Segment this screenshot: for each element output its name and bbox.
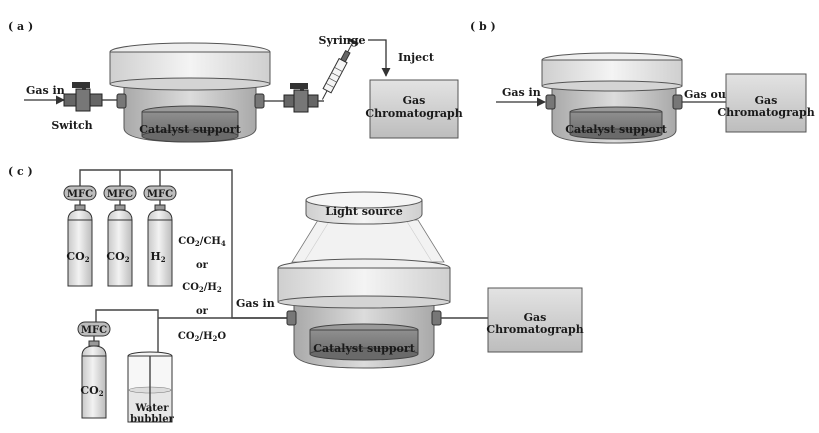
panel-c-co2-cylinder-4: CO2	[80, 336, 107, 419]
panel-a-switch-label: Switch	[51, 119, 92, 132]
svg-text:MFC: MFC	[147, 189, 173, 200]
panel-c-co2-cylinder-2: CO2	[106, 200, 133, 287]
panel-a-gc-line2: Chromatograph	[365, 107, 462, 120]
panel-b-inlet-port	[545, 94, 556, 110]
panel-a-gc-line1: Gas	[403, 94, 426, 107]
panel-a-syringe-icon	[321, 37, 359, 100]
svg-text:CO2: CO2	[66, 250, 89, 264]
panel-b-gas-in-label: Gas in	[502, 86, 541, 99]
panel-a-inject-label: Inject	[398, 51, 435, 64]
panel-c-gas-in-label: Gas in	[236, 297, 275, 310]
panel-c-mixture-list: CO2/CH4 or CO2/H2 or CO2/H2O	[178, 236, 227, 343]
panel-b: ( b ) Catalyst support Gas in Gas out Ga…	[470, 20, 815, 144]
panel-c-or-2: or	[196, 306, 209, 317]
panel-a-label: ( a )	[8, 20, 33, 33]
panel-c-catalyst-label: Catalyst support	[313, 342, 415, 355]
svg-text:MFC: MFC	[67, 189, 93, 200]
panel-c-mfc-1: MFC	[63, 185, 97, 201]
panel-a-inject-arrow	[368, 39, 391, 77]
svg-text:CO2: CO2	[80, 384, 103, 398]
panel-a-syringe-label: Syringe	[319, 34, 366, 47]
panel-b-label: ( b )	[470, 20, 496, 33]
panel-c-mix-co2-h2o: CO2/H2O	[178, 331, 227, 343]
panel-a-inlet-port	[116, 93, 127, 109]
panel-c-h2-cylinder: H2	[147, 200, 173, 287]
panel-c-gc-line2: Chromatograph	[486, 323, 583, 336]
panel-c-light-source: Light source	[291, 191, 445, 263]
panel-c-mfc-2: MFC	[103, 185, 137, 201]
panel-c-mfc-4: MFC	[77, 321, 111, 337]
panel-c-mix-co2-ch4: CO2/CH4	[178, 236, 226, 248]
panel-c-mfc-3: MFC	[143, 185, 177, 201]
panel-c-or-1: or	[196, 260, 209, 271]
panel-c-light-source-label: Light source	[325, 205, 403, 218]
panel-c-mix-co2-h2: CO2/H2	[182, 282, 222, 294]
panel-c-gc-box	[487, 287, 583, 353]
svg-text:H2: H2	[150, 250, 165, 264]
panel-b-gc-line2: Chromatograph	[717, 106, 814, 119]
panel-c-water-label-1: Water	[134, 403, 169, 414]
panel-b-gc-line1: Gas	[755, 94, 778, 107]
panel-a-catalyst-label: Catalyst support	[139, 123, 241, 136]
panel-a: ( a ) Catalyst support Gas in Swi	[8, 20, 463, 143]
panel-b-reactor: Catalyst support	[541, 52, 683, 144]
panel-c-co2-cylinder-1: CO2	[66, 200, 93, 287]
panel-b-gas-out-label: Gas out	[684, 88, 732, 101]
panel-b-outlet-port	[672, 94, 683, 110]
panel-c-water-bubbler: Water bubbler	[127, 351, 175, 425]
svg-text:MFC: MFC	[81, 325, 107, 336]
panel-a-switch-valve-icon	[63, 82, 103, 112]
panel-a-gas-in-label: Gas in	[26, 84, 65, 97]
panel-c: ( c ) MFC MFC MFC CO2	[8, 165, 584, 425]
panel-a-outlet-valve-icon	[283, 83, 319, 113]
panel-c-label: ( c )	[8, 165, 33, 178]
panel-b-gc-box	[725, 73, 807, 133]
panel-c-inlet-port	[286, 310, 297, 326]
panel-b-catalyst-label: Catalyst support	[565, 123, 667, 136]
svg-text:CO2: CO2	[106, 250, 129, 264]
panel-a-outlet-port	[254, 93, 265, 109]
panel-a-reactor: Catalyst support	[109, 42, 271, 143]
panel-c-reactor: Catalyst support	[277, 258, 451, 369]
panel-c-water-label-2: bubbler	[130, 414, 174, 425]
panel-a-gc-box	[369, 79, 459, 139]
panel-c-outlet-port	[431, 310, 442, 326]
panel-c-gc-line1: Gas	[524, 311, 547, 324]
svg-text:MFC: MFC	[107, 189, 133, 200]
